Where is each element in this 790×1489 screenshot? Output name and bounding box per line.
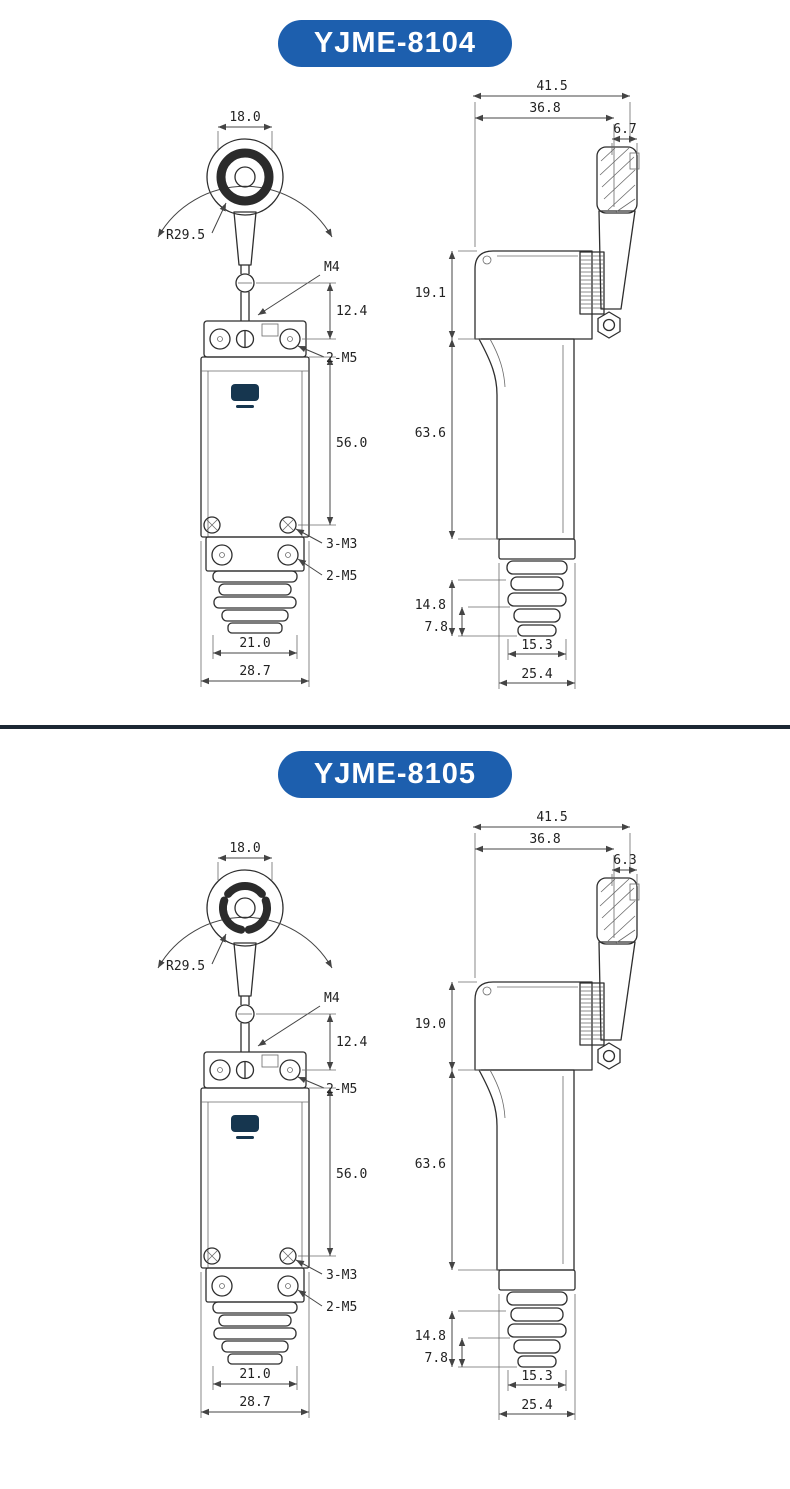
model-title: YJME-8104 xyxy=(313,27,477,59)
dim-label-lower-height: 14.8 xyxy=(415,598,446,613)
dim-label-total-width: 41.5 xyxy=(536,810,567,825)
dim-label-head-width: 36.8 xyxy=(529,832,560,847)
dim-label-lower-height: 14.8 xyxy=(415,1329,446,1344)
dim-label-body-width: 28.7 xyxy=(239,1395,270,1410)
front-view xyxy=(158,127,336,687)
dim-label-roller-thickness: 6.7 xyxy=(613,122,636,137)
side-view xyxy=(452,827,639,1420)
model-badge: YJME-8104 xyxy=(277,20,513,67)
dim-label-head-height: 12.4 xyxy=(336,1035,367,1050)
dim-label-total-width: 41.5 xyxy=(536,79,567,94)
section-yjme-8105: YJME-8105 18.0 R29.5 M4 12.4 2-M5 56.0 3… xyxy=(0,731,790,1450)
dim-label-side-body-height: 63.6 xyxy=(415,426,446,441)
model-title: YJME-8105 xyxy=(313,758,477,790)
dim-label-cover-screws: 3-M3 xyxy=(326,1268,357,1283)
dim-label-base-width: 25.4 xyxy=(521,667,552,682)
side-dimension-labels: 41.5 36.8 6.3 19.0 63.6 14.8 7.8 15.3 25… xyxy=(415,810,637,1413)
dim-label-bottom-holes: 2-M5 xyxy=(326,569,357,584)
side-dimension-labels: 41.5 36.8 6.7 19.1 63.6 14.8 7.8 15.3 25… xyxy=(415,79,637,682)
dim-label-roller-thickness: 6.3 xyxy=(613,853,636,868)
dim-label-body-height: 56.0 xyxy=(336,1167,367,1182)
dim-label-side-conduit-width: 15.3 xyxy=(521,1369,552,1384)
section-yjme-8104: YJME-8104 18.0 R29.5 M4 12.4 2-M5 56.0 3… xyxy=(0,0,790,719)
dim-label-side-body-height: 63.6 xyxy=(415,1157,446,1172)
dim-label-body-height: 56.0 xyxy=(336,436,367,451)
dim-label-conduit-height: 7.8 xyxy=(425,1351,448,1366)
dim-label-roller-width: 18.0 xyxy=(229,841,260,856)
front-view xyxy=(158,858,336,1418)
dim-label-roller-width: 18.0 xyxy=(229,110,260,125)
front-dimension-labels: 18.0 R29.5 M4 12.4 2-M5 56.0 3-M3 2-M5 2… xyxy=(166,841,367,1410)
front-dimension-labels: 18.0 R29.5 M4 12.4 2-M5 56.0 3-M3 2-M5 2… xyxy=(166,110,367,679)
dim-label-conduit-width: 21.0 xyxy=(239,1367,270,1382)
dim-label-side-conduit-width: 15.3 xyxy=(521,638,552,653)
roller-face xyxy=(223,886,267,930)
dim-label-thread-top: M4 xyxy=(324,991,340,1006)
dim-label-radius: R29.5 xyxy=(166,228,205,243)
dim-label-conduit-width: 21.0 xyxy=(239,636,270,651)
dim-label-radius: R29.5 xyxy=(166,959,205,974)
model-badge: YJME-8105 xyxy=(277,751,513,798)
badge-row: YJME-8105 xyxy=(0,751,790,798)
dim-label-conduit-height: 7.8 xyxy=(425,620,448,635)
dim-label-head-width: 36.8 xyxy=(529,101,560,116)
section-divider xyxy=(0,725,790,729)
dim-label-head-holes: 2-M5 xyxy=(326,351,357,366)
dim-label-cover-screws: 3-M3 xyxy=(326,537,357,552)
side-view xyxy=(452,96,639,689)
technical-drawing-yjme-8105: 18.0 R29.5 M4 12.4 2-M5 56.0 3-M3 2-M5 2… xyxy=(0,810,790,1450)
dim-label-base-width: 25.4 xyxy=(521,1398,552,1413)
badge-row: YJME-8104 xyxy=(0,20,790,67)
dim-label-side-head-height: 19.0 xyxy=(415,1017,446,1032)
roller-face xyxy=(221,153,269,201)
dim-label-body-width: 28.7 xyxy=(239,664,270,679)
dim-label-side-head-height: 19.1 xyxy=(415,286,446,301)
dim-label-head-height: 12.4 xyxy=(336,304,367,319)
technical-drawing-yjme-8104: 18.0 R29.5 M4 12.4 2-M5 56.0 3-M3 2-M5 2… xyxy=(0,79,790,719)
dim-label-thread-top: M4 xyxy=(324,260,340,275)
dim-label-bottom-holes: 2-M5 xyxy=(326,1300,357,1315)
dim-label-head-holes: 2-M5 xyxy=(326,1082,357,1097)
